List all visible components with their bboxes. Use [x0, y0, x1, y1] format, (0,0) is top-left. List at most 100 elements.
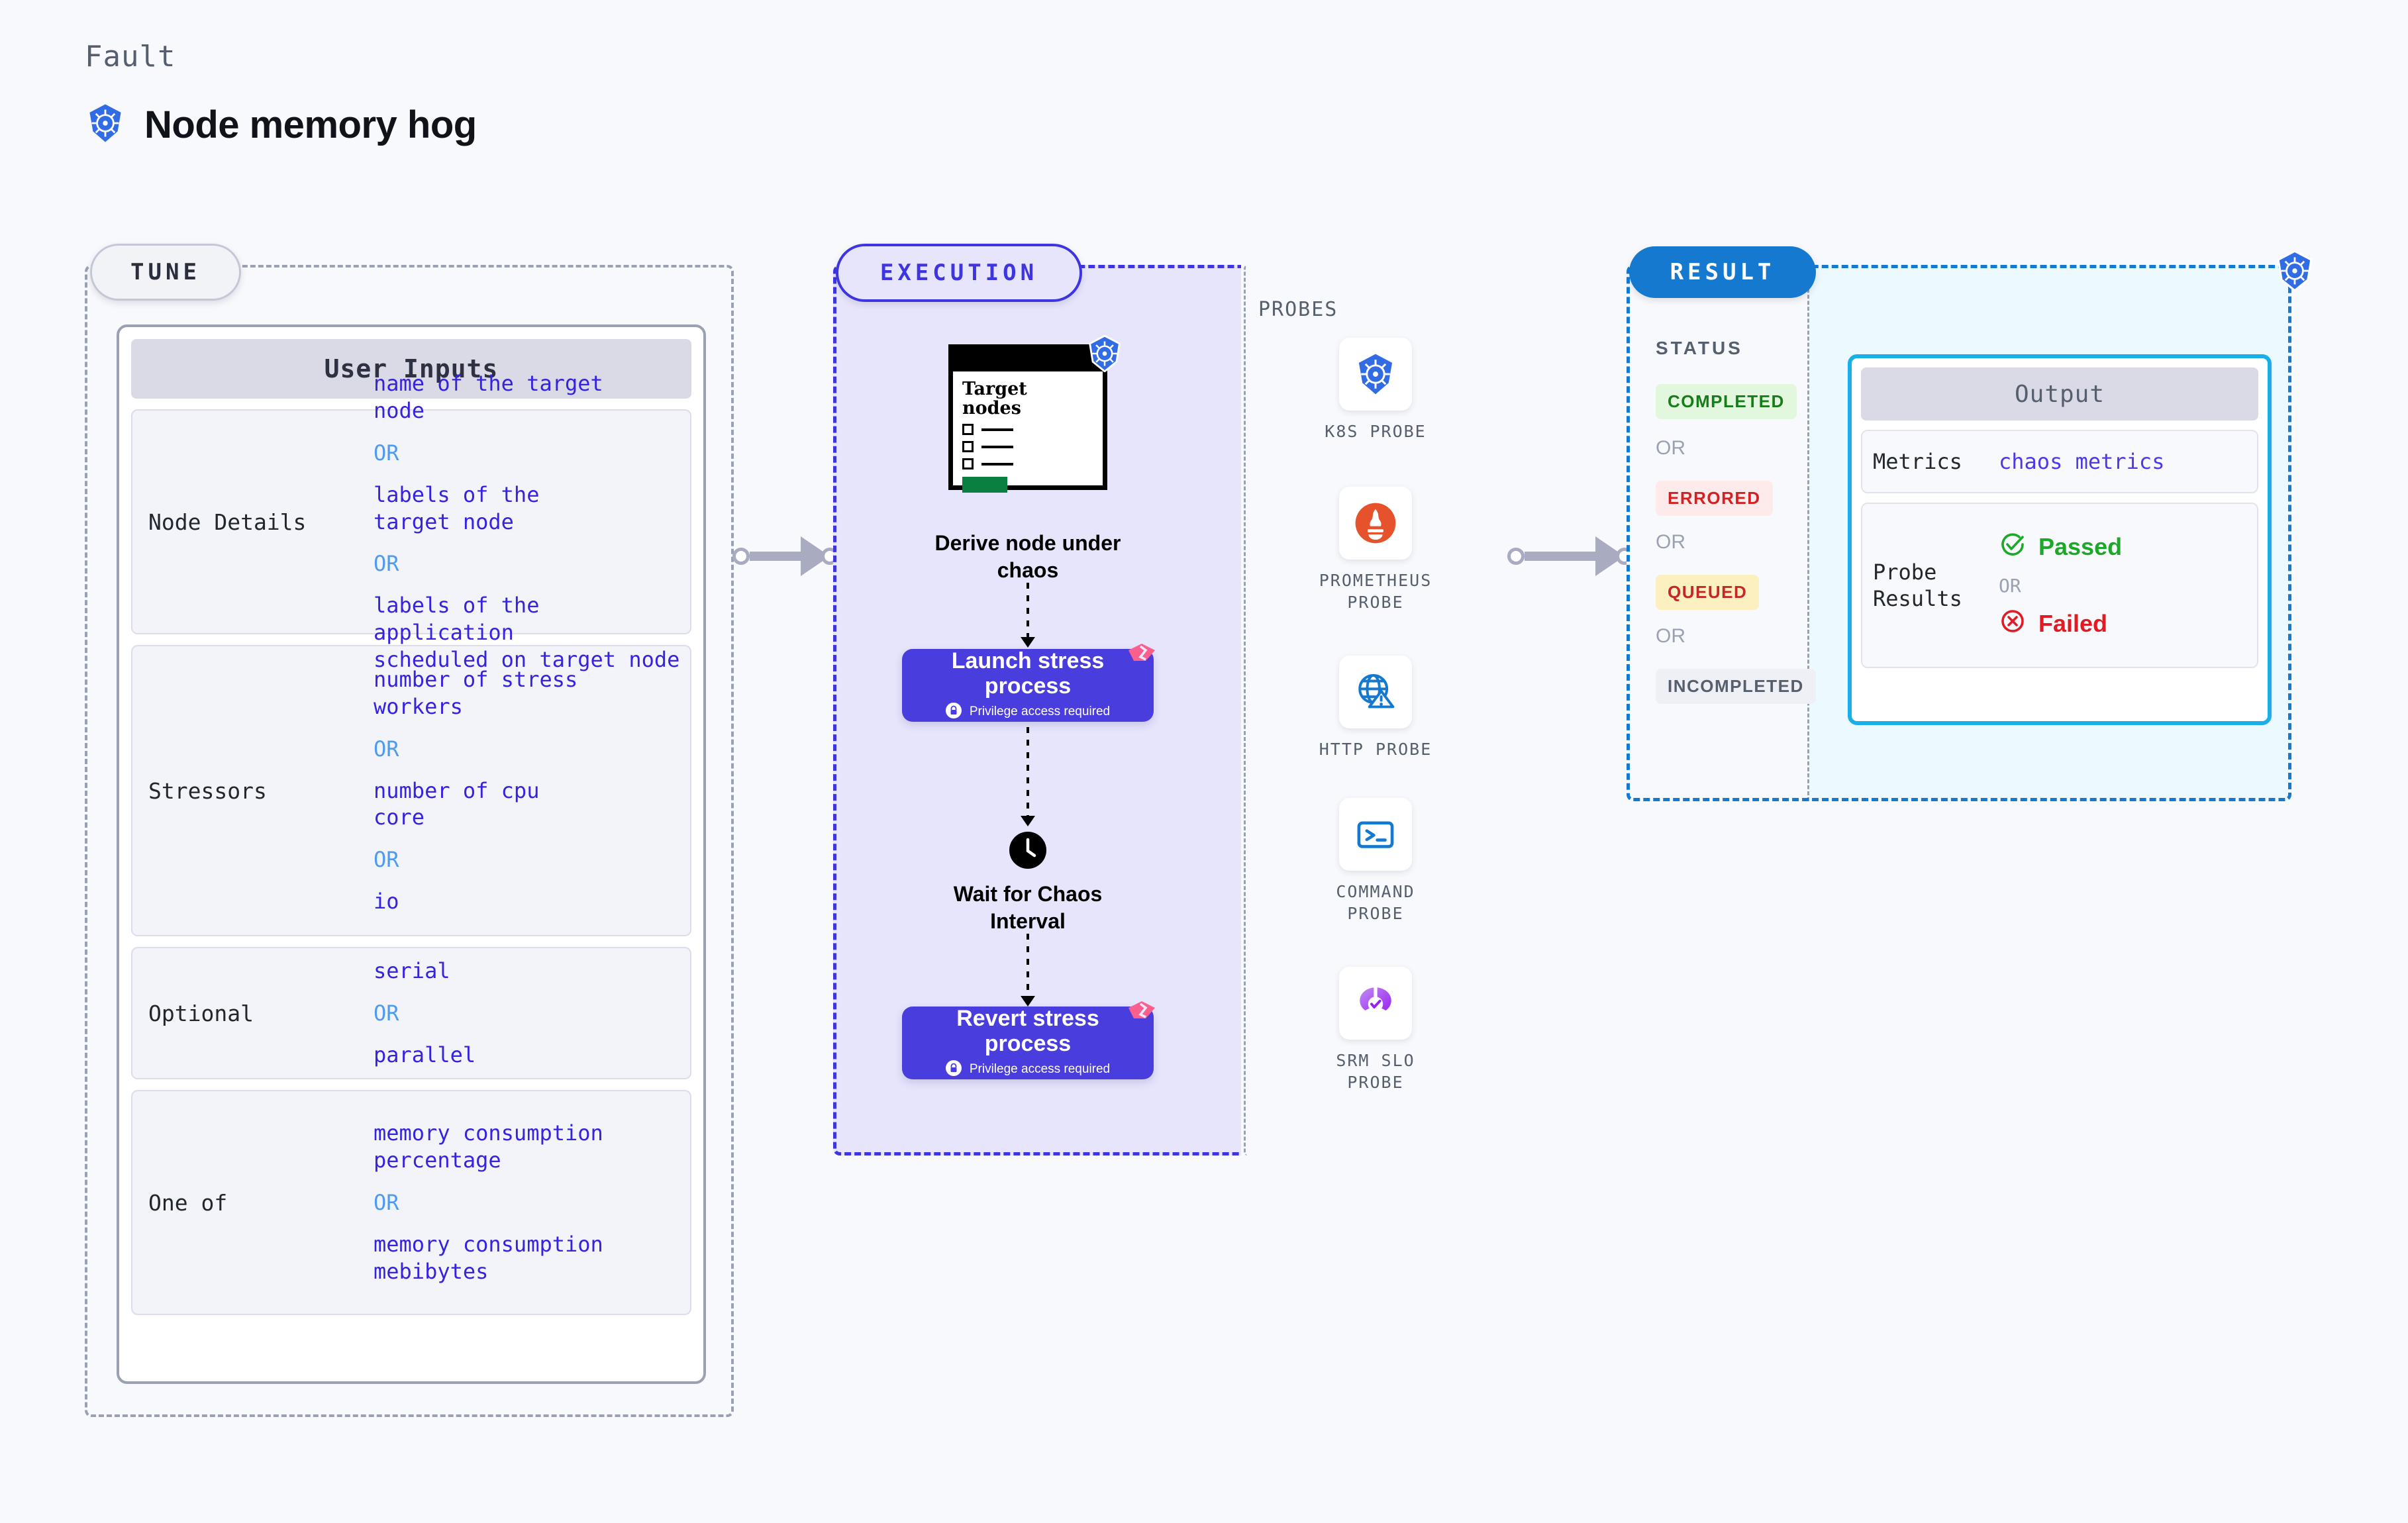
ribbon-icon — [1126, 1000, 1156, 1028]
row-values: serial OR parallel — [374, 958, 476, 1069]
probe-result-failed: Failed — [1999, 607, 2122, 641]
kubernetes-icon — [85, 103, 126, 147]
execution-badge: EXECUTION — [836, 244, 1082, 302]
privilege-text: Privilege access required — [969, 1062, 1111, 1077]
step-label-derive-node: Derive node under chaos — [934, 531, 1121, 582]
line-placeholder — [981, 445, 1013, 448]
metrics-key: Metrics — [1873, 449, 1962, 474]
connector-execution-to-result — [1507, 536, 1633, 576]
row-or: OR — [374, 551, 399, 577]
output-card: Output Metrics chaos metrics Probe Resul… — [1848, 354, 2272, 725]
user-input-row: Stressors number of stress workers OR nu… — [131, 645, 691, 936]
row-key: Optional — [148, 1000, 254, 1026]
terminal-icon — [1339, 798, 1412, 871]
connector-line — [750, 552, 802, 561]
connector-start-dot — [732, 548, 750, 565]
row-or: OR — [374, 1001, 399, 1026]
status-badge-errored: ERRORED — [1656, 481, 1773, 516]
target-nodes-title: Target nodes — [962, 379, 1027, 419]
probe-srm-slo[interactable]: SRM SLO PROBE — [1281, 967, 1470, 1093]
flow-arrow — [1027, 727, 1029, 820]
row-value: io — [374, 889, 399, 914]
lock-icon — [945, 1059, 962, 1079]
row-or: OR — [374, 736, 399, 762]
probes-title: PROBES — [1258, 298, 1338, 321]
user-inputs-header: User Inputs — [131, 339, 691, 399]
fault-label: Fault — [85, 40, 176, 74]
privilege-note: Privilege access required — [945, 1059, 1111, 1079]
probe-k8s[interactable]: K8S PROBE — [1281, 338, 1470, 443]
user-input-row: Node Details name of the target node OR … — [131, 371, 691, 672]
probe-command[interactable]: COMMAND PROBE — [1281, 798, 1470, 924]
row-or: OR — [374, 1190, 399, 1215]
row-value: memory consumption percentage — [374, 1120, 603, 1173]
result-status-column — [1627, 265, 1809, 801]
step-title: Launch stress process — [951, 648, 1105, 699]
row-value: labels of the target node — [374, 481, 540, 534]
user-input-row: One of memory consumption percentage OR … — [131, 1090, 691, 1315]
lock-icon — [945, 702, 962, 722]
green-status-bar — [962, 477, 1007, 493]
probe-results-values: Passed OR Failed — [1999, 530, 2122, 641]
tune-badge: TUNE — [90, 244, 241, 301]
checkbox-icon — [962, 441, 974, 453]
row-key: One of — [148, 1189, 228, 1216]
row-values: number of stress workers OR number of cp… — [374, 666, 577, 916]
page-title: Node memory hog — [144, 103, 477, 146]
fault-title-row: Node memory hog — [85, 103, 477, 147]
probe-prometheus[interactable]: PROMETHEUS PROBE — [1281, 487, 1470, 613]
connector-tune-to-execution — [732, 536, 838, 576]
step-card-launch-stress: Launch stress process Privilege access r… — [902, 644, 1155, 722]
failed-label: Failed — [2038, 610, 2108, 637]
status-or: OR — [1656, 437, 1685, 459]
row-values: memory consumption percentage OR memory … — [374, 1120, 603, 1285]
row-value: serial — [374, 958, 450, 984]
status-or: OR — [1656, 531, 1685, 553]
result-section — [1627, 265, 2291, 801]
globe-warning-icon — [1339, 656, 1412, 728]
connector-start-dot — [1507, 548, 1525, 565]
checkbox-row — [962, 458, 1093, 470]
kubernetes-icon — [1086, 334, 1123, 373]
kubernetes-icon — [1339, 338, 1412, 411]
row-key: Node Details — [148, 509, 307, 535]
row-value: parallel — [374, 1042, 476, 1067]
probe-result-passed: Passed — [1999, 530, 2122, 564]
card-body: Target nodes — [953, 371, 1103, 501]
output-header: Output — [1861, 368, 2258, 420]
row-key: Stressors — [148, 777, 267, 804]
probe-http[interactable]: HTTP PROBE — [1281, 656, 1470, 761]
row-value: name of the target node — [374, 370, 603, 423]
prometheus-icon — [1339, 487, 1412, 560]
step-card-revert-stress: Revert stress process Privilege access r… — [902, 1001, 1155, 1079]
flow-arrowhead — [1021, 996, 1035, 1007]
probe-results-key: Probe Results — [1873, 560, 1962, 611]
checkbox-icon — [962, 458, 974, 470]
flow-arrow — [1027, 934, 1029, 1000]
row-value: number of cpu core — [374, 777, 540, 830]
checkbox-row — [962, 441, 1093, 453]
probe-results-row: Probe Results Passed OR — [1861, 503, 2258, 668]
probe-label: HTTP PROBE — [1319, 740, 1432, 759]
clock-icon — [1009, 832, 1046, 869]
step-title: Revert stress process — [956, 1006, 1099, 1056]
check-circle-icon — [1999, 530, 2027, 564]
status-or: OR — [1656, 625, 1685, 647]
slo-donut-icon — [1339, 967, 1412, 1040]
card-titlebar — [953, 349, 1103, 371]
metrics-value[interactable]: chaos metrics — [1999, 449, 2165, 474]
status-badge-completed: COMPLETED — [1656, 384, 1797, 419]
privilege-text: Privilege access required — [969, 705, 1111, 719]
flow-arrowhead — [1021, 637, 1035, 648]
status-badge-queued: QUEUED — [1656, 575, 1760, 610]
passed-label: Passed — [2038, 533, 2123, 560]
privilege-note: Privilege access required — [945, 702, 1111, 722]
target-nodes-card: Target nodes — [948, 344, 1107, 493]
connector-line — [1525, 552, 1597, 561]
line-placeholder — [981, 462, 1013, 466]
flow-arrowhead — [1021, 816, 1035, 826]
row-values: name of the target node OR labels of the… — [374, 370, 683, 674]
probe-label: K8S PROBE — [1325, 422, 1427, 441]
row-value: labels of the application scheduled on t… — [374, 593, 680, 673]
checkbox-icon — [962, 424, 974, 436]
